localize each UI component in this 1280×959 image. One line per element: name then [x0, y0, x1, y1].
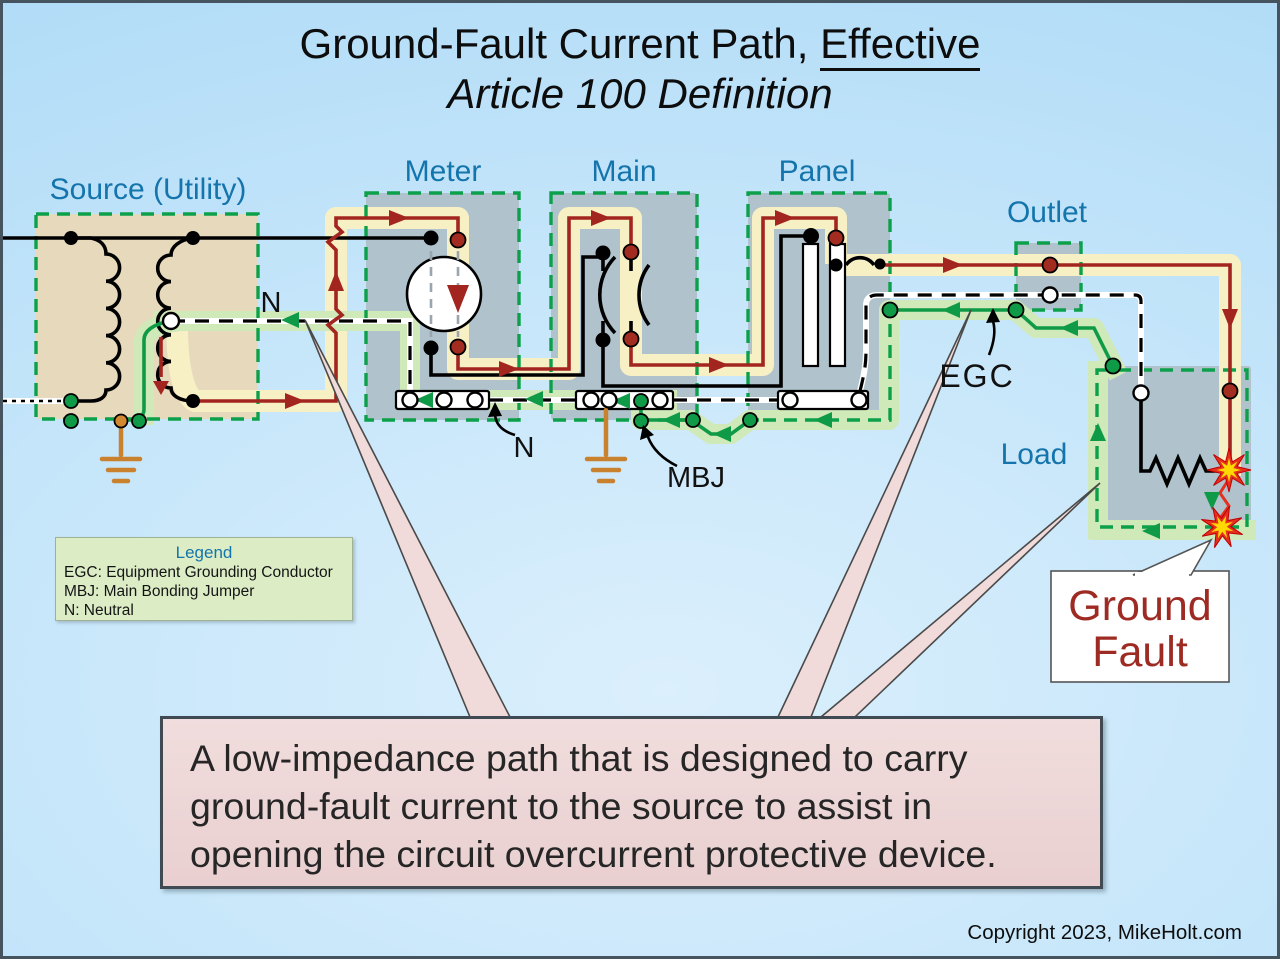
source-ground-icon — [99, 424, 143, 484]
definition-callouts — [304, 309, 1101, 718]
title-prefix: Ground-Fault Current Path, — [299, 20, 821, 67]
circuit-diagram: Ground Fault Source (Utility) Meter Main… — [3, 155, 1256, 718]
panel-neutral-bus — [776, 389, 870, 411]
neutral-terminals — [161, 286, 1150, 409]
breaker-contacts — [597, 255, 876, 335]
definition-box: A low-impedance path that is designed to… — [160, 716, 1103, 889]
copyright-text: Copyright 2023, MikeHolt.com — [967, 921, 1242, 944]
source-label: Source (Utility) — [50, 173, 247, 206]
spark-icon — [1201, 506, 1243, 548]
ground-electrode-dot — [113, 413, 129, 429]
ground-fault-sparks — [1201, 447, 1252, 548]
page-subtitle: Article 100 Definition — [447, 70, 833, 117]
neutral-conductors — [3, 292, 1144, 404]
legend-item-egc: EGC: Equipment Grounding Conductor — [64, 564, 333, 581]
legend-item-mbj: MBJ: Main Bonding Jumper — [64, 583, 255, 600]
conductor-labels: N N EGC MBJ — [261, 287, 1014, 494]
secondary-winding — [155, 236, 194, 403]
panel-bus-bar — [801, 242, 820, 368]
main-ground-icon — [584, 407, 628, 484]
ground-fault-callout: Ground Fault — [1050, 538, 1230, 683]
source-box — [36, 214, 258, 419]
egc-label: EGC — [939, 358, 1014, 394]
bus-bars — [394, 242, 870, 411]
primary-winding — [71, 236, 122, 403]
ground-fault-label-line1: Ground — [1068, 582, 1211, 630]
fault-current-arrows — [153, 210, 1238, 409]
meter-symbol — [405, 251, 483, 337]
ground-fault-pointer — [1132, 538, 1213, 576]
definition-line3: opening the circuit overcurrent protecti… — [190, 833, 997, 875]
page-title: Ground-Fault Current Path, Effective — [3, 20, 1277, 71]
main-label: Main — [591, 155, 656, 188]
egc-arrows — [281, 302, 1220, 539]
title-underlined-word: Effective — [820, 20, 981, 71]
mbj-label: MBJ — [667, 462, 725, 494]
ground-symbols — [99, 407, 628, 484]
load-label: Load — [1001, 438, 1068, 471]
neutral-label-bus: N — [514, 432, 535, 464]
panel-label: Panel — [779, 155, 856, 188]
definition-line1: A low-impedance path that is designed to… — [190, 737, 968, 779]
connection-dots — [63, 228, 1239, 429]
spark-icon — [1206, 447, 1252, 493]
legend-item-neutral: N: Neutral — [64, 602, 134, 619]
ground-fault-box — [1050, 570, 1230, 683]
ground-fault-label-line2: Fault — [1092, 628, 1188, 676]
transformer-coils — [71, 236, 194, 403]
section-labels: Source (Utility) Meter Main Panel Outlet… — [50, 155, 1088, 471]
meter-label: Meter — [405, 155, 482, 188]
neutral-label-source: N — [261, 287, 282, 319]
label-pointer-heads — [488, 308, 1000, 440]
legend: Legend EGC: Equipment Grounding Conducto… — [55, 537, 353, 621]
definition-line2: ground-fault current to the source to as… — [190, 785, 933, 827]
legend-title: Legend — [175, 543, 233, 562]
load-box — [1093, 366, 1251, 533]
outlet-label: Outlet — [1007, 196, 1088, 229]
